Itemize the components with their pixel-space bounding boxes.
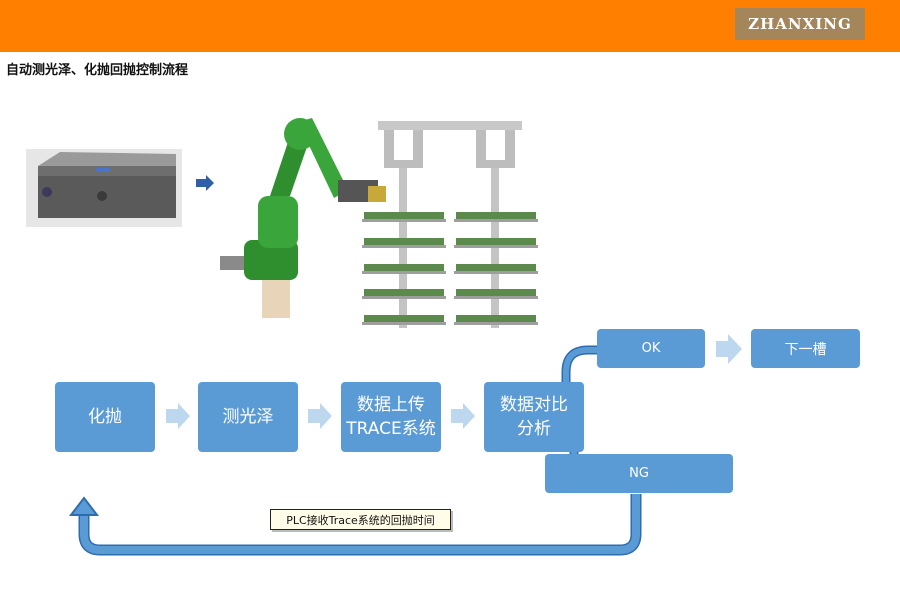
result-ok-box: OK xyxy=(597,329,705,368)
step-polish-label: 化抛 xyxy=(88,407,122,427)
feedback-note: PLC接收Trace系统的回抛时间 xyxy=(270,509,451,530)
next-slot-box: 下一槽 xyxy=(751,329,860,368)
result-ng-box: NG xyxy=(545,454,733,493)
step-measure-box: 测光泽 xyxy=(198,382,298,452)
flow-arrow-icon xyxy=(716,334,742,364)
flow-arrow-icon xyxy=(451,403,475,429)
flow-arrow-icon xyxy=(166,403,190,429)
result-ng-label: NG xyxy=(629,466,649,481)
brand-logo: ZHANXING xyxy=(735,8,865,40)
step-upload-label-2: TRACE系统 xyxy=(346,419,436,439)
gloss-meter-image xyxy=(26,149,182,227)
step-polish-box: 化抛 xyxy=(55,382,155,452)
next-slot-label: 下一槽 xyxy=(784,341,827,358)
flow-arrow-icon xyxy=(308,403,332,429)
step-upload-box: 数据上传 TRACE系统 xyxy=(341,382,441,452)
page-title: 自动测光泽、化抛回抛控制流程 xyxy=(6,63,189,78)
step-compare-label-2: 分析 xyxy=(517,419,551,439)
robot-arm-image xyxy=(220,118,386,318)
polishing-rack-image xyxy=(362,121,538,328)
step-measure-label: 测光泽 xyxy=(222,407,274,427)
feedback-arrow-head-icon xyxy=(68,496,100,516)
step-upload-label-1: 数据上传 xyxy=(357,395,425,415)
result-ok-label: OK xyxy=(641,341,661,356)
step-compare-box: 数据对比 分析 xyxy=(484,382,584,452)
step-compare-label-1: 数据对比 xyxy=(500,395,568,415)
device-arrow-icon xyxy=(196,175,214,191)
